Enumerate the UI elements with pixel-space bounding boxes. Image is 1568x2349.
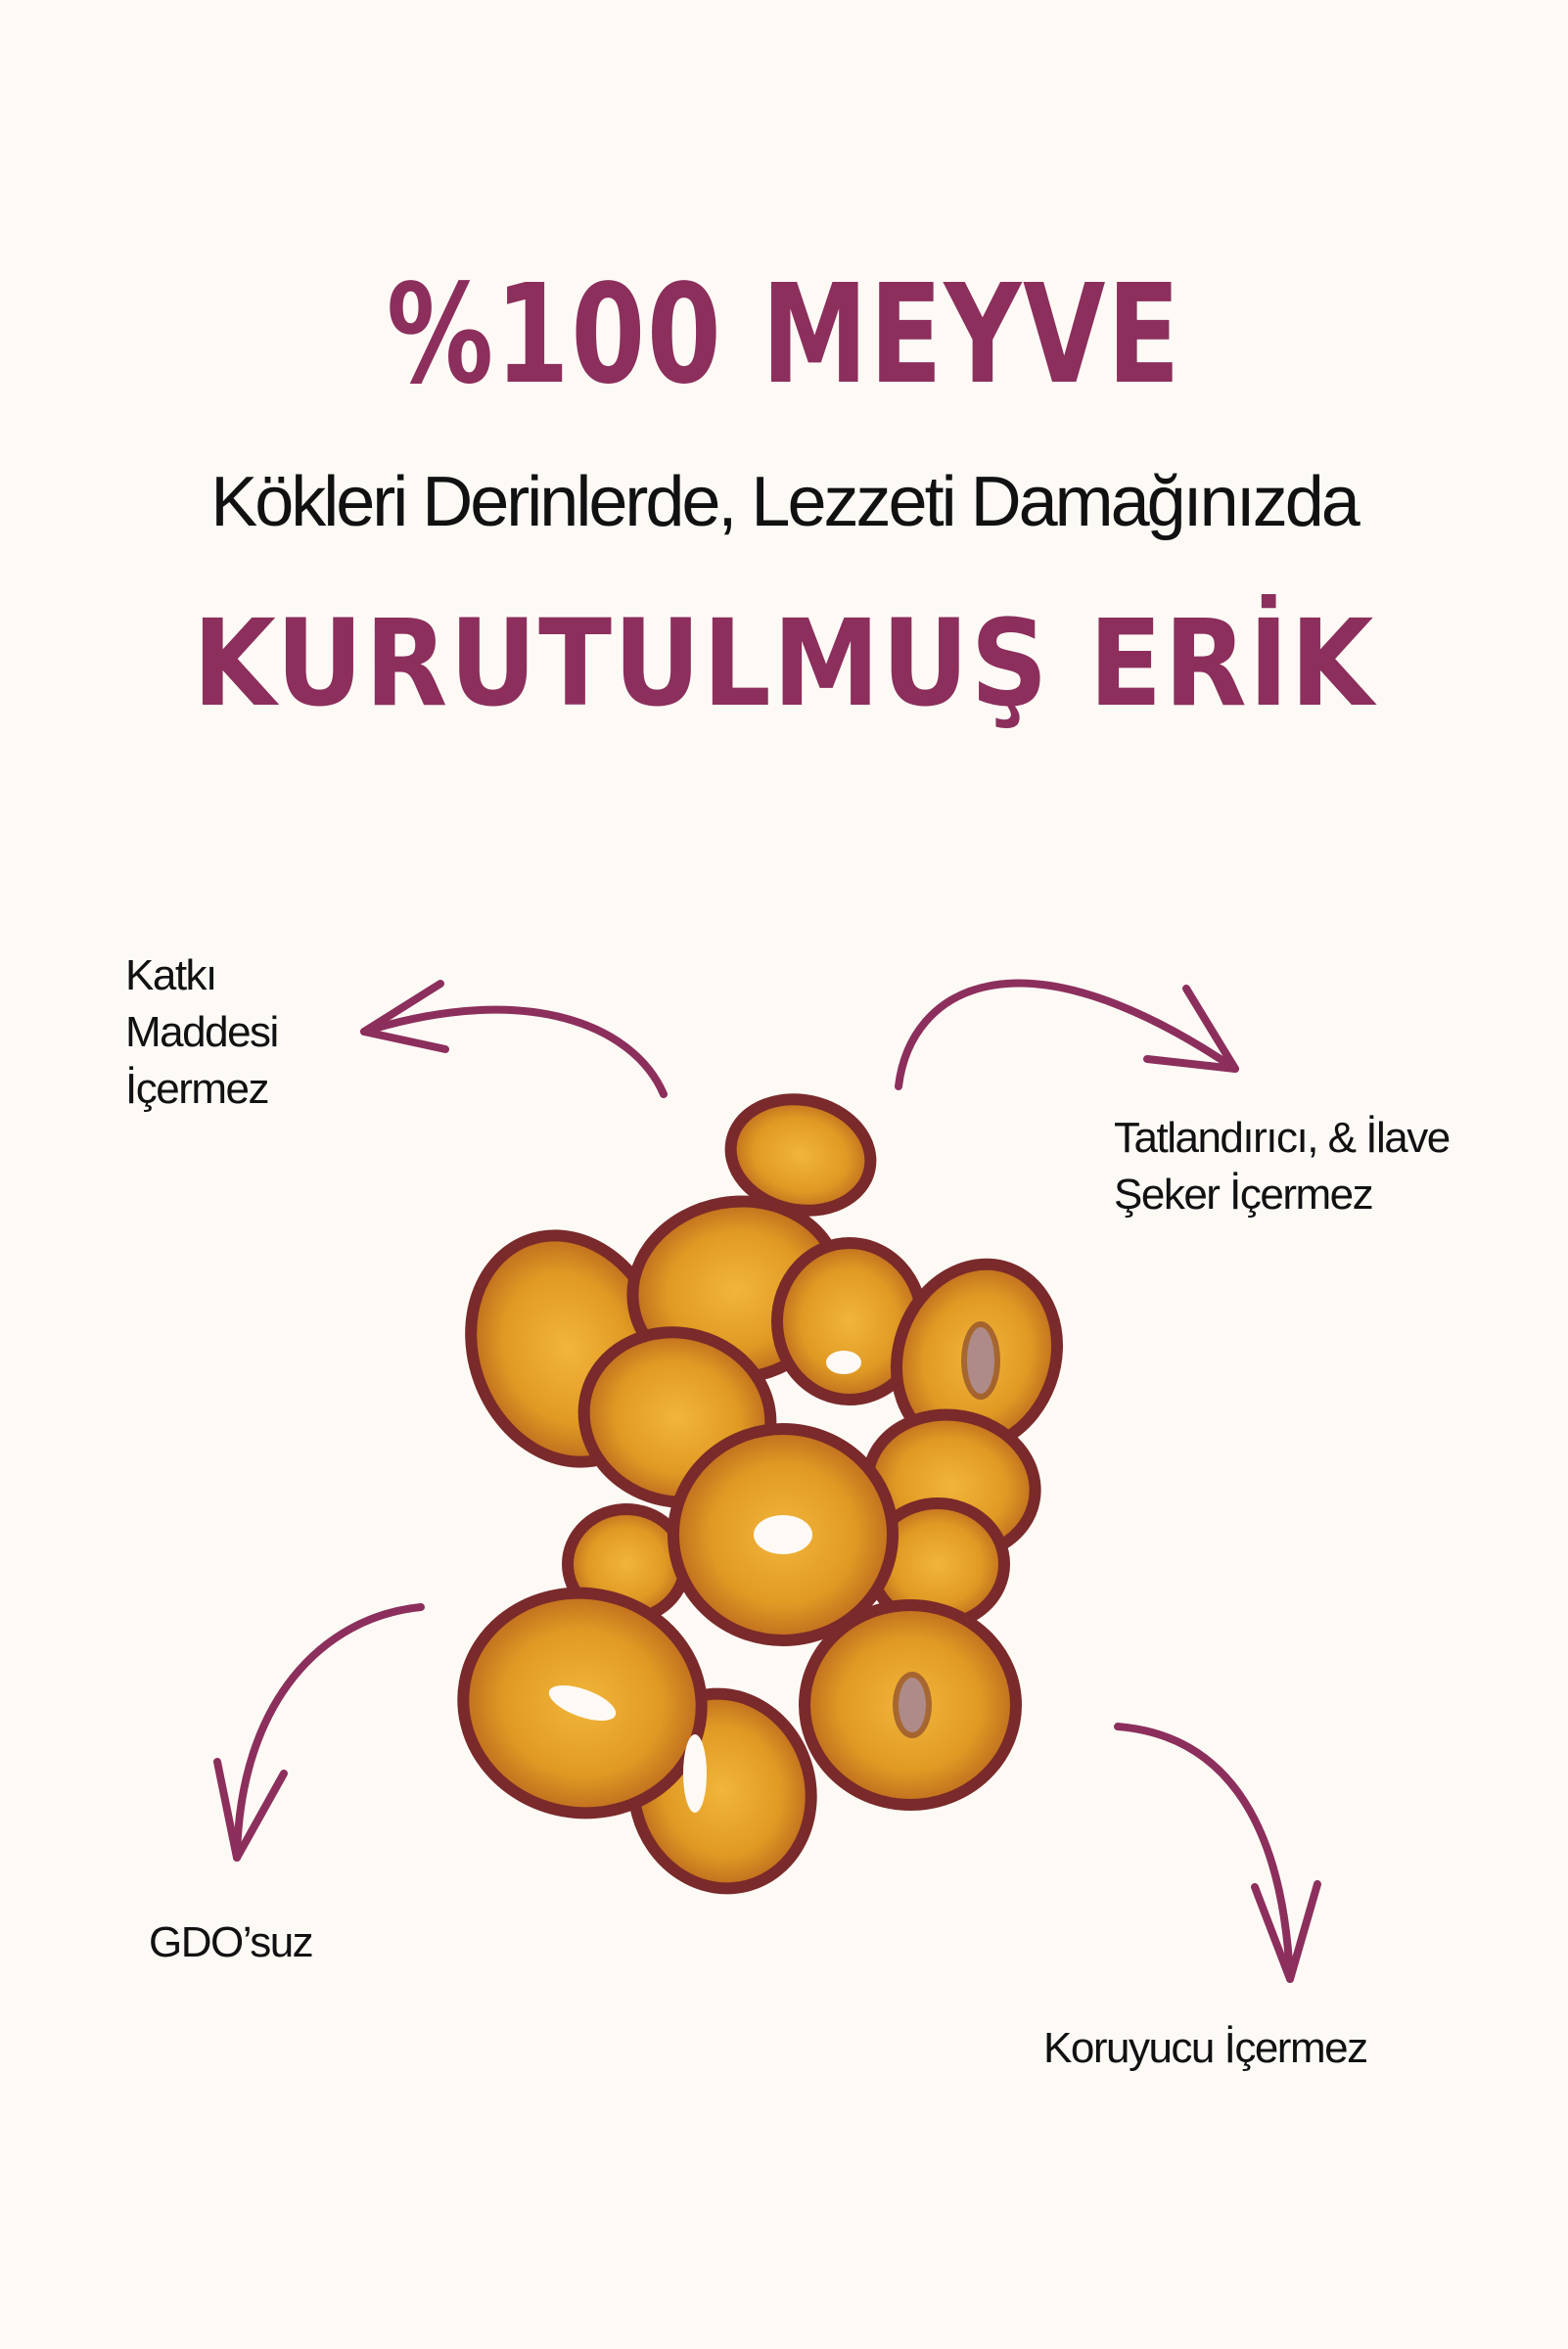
feature-no-preservatives: Koruyucu İçermez — [1043, 2024, 1368, 2072]
feature-non-gmo: GDO’suz — [149, 1918, 314, 1966]
curved-arrow-icon — [360, 980, 668, 1098]
product-name: KURUTULMUŞ ERİK — [192, 594, 1376, 733]
feature-text: Katkı — [125, 951, 217, 999]
feature-text: Maddesi — [125, 1008, 279, 1056]
headline: %100 MEYVE — [386, 255, 1182, 415]
curved-arrow-icon — [213, 1603, 425, 1862]
curved-arrow-icon — [1114, 1723, 1321, 1983]
curved-arrow-icon — [895, 979, 1239, 1090]
feature-text: İçermez — [125, 1065, 269, 1113]
feature-no-sweetener: Tatlandırıcı, & İlave Şeker İçermez — [1114, 1110, 1545, 1223]
feature-text: Tatlandırıcı, & İlave — [1114, 1114, 1451, 1162]
feature-text: Şeker İçermez — [1114, 1171, 1374, 1219]
feature-no-additives: Katkı Maddesi İçermez — [125, 947, 380, 1118]
subtitle: Kökleri Derinlerde, Lezzeti Damağınızda — [210, 463, 1360, 541]
